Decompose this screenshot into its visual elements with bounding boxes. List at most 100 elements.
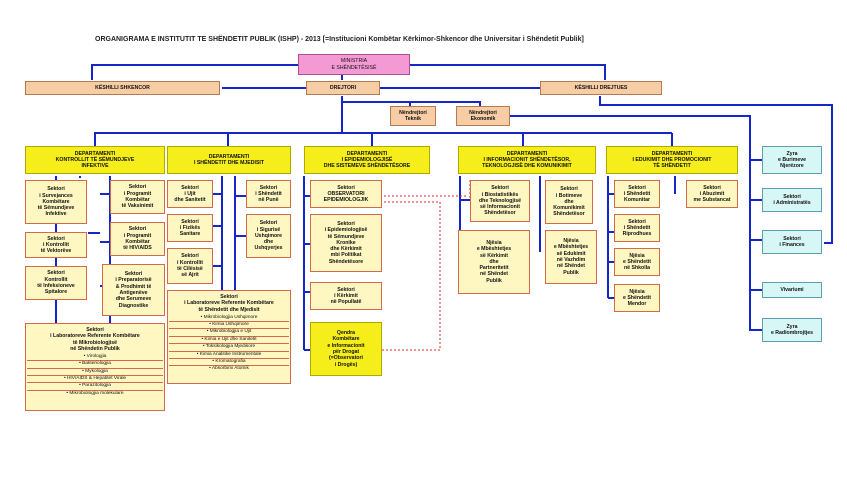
sector-kronike-line-1: Sektori xyxy=(337,220,355,227)
nendrejtori-ekonomik-line-2: Ekonomik xyxy=(470,116,496,122)
lab-mjedis-item: • Mikrobiologjia e Ujit xyxy=(169,328,289,335)
dept-edukimit-box: DEPARTAMENTI I EDUKIMIT DHE PROMOCIONIT … xyxy=(606,146,738,174)
dept-kontrollit-line-1: DEPARTAMENTI xyxy=(74,150,116,157)
dept-mjedisit-line-2: I SHËNDETIT DHE MJEDISIT xyxy=(193,160,265,166)
sector-cilesise: Sektori i Kontrollit të Cilësisë së Ajri… xyxy=(167,248,213,284)
lab-mikro-head-1: Sektori xyxy=(86,327,104,333)
sector-fizikes-line-1: Sektori xyxy=(181,218,199,225)
sector-cilesise-line-3: të Cilësisë xyxy=(177,266,203,272)
dept-mjedisit-line-1: DEPARTAMENTI xyxy=(208,153,250,160)
sector-kronike-line-4: Kronike xyxy=(336,239,356,246)
njesia-mendor-line-3: Mendor xyxy=(627,301,647,308)
sector-riprodhues-line-3: Riprodhues xyxy=(622,231,652,238)
sector-biostatistikes: Sektori i Biostatistikës dhe Teknologjis… xyxy=(470,180,530,222)
qendra-line-3: e Informacionit xyxy=(327,342,365,349)
page-title: ORGANIGRAMA E INSTITUTIT TE SHËNDETIT PU… xyxy=(95,36,584,43)
vivariumi: Vivariumi xyxy=(762,282,822,298)
zyra-burimeve-line-3: Njerëzore xyxy=(780,163,804,170)
njesia-shkolla-line-1: Njësia xyxy=(629,252,645,259)
sector-pune-line-3: në Punë xyxy=(258,197,279,204)
sector-kronike-line-6: mbi Politikat xyxy=(330,252,362,259)
njesia-shkolla-line-2: e Shëndetit xyxy=(623,258,651,265)
sector-infeksioneve-line-4: Spitalore xyxy=(44,289,68,296)
njesia-mendor-line-2: e Shëndetit xyxy=(623,294,651,301)
sector-hiv-line-2: i Programit xyxy=(123,232,152,239)
sector-preparatorise-line-3: & Prodhimit të xyxy=(115,283,152,290)
nendrejtori-teknik-line-2: Teknik xyxy=(404,116,422,122)
sector-kronike-line-3: të Sëmundjeve xyxy=(327,233,365,240)
qendra-line-1: Qendra xyxy=(336,330,356,337)
sector-botimeve: Sektori i Botimeve dhe Komunikimit Shënd… xyxy=(545,180,593,224)
dept-informacionit-line-3: TEKNOLOGJISË DHE KOMUNIKIMIT xyxy=(482,163,572,170)
sector-biostatistikes-line-5: Shëndetësor xyxy=(484,210,516,217)
sector-hiv-line-3: Kombëtar xyxy=(125,239,150,245)
lab-mjedis-item: • Kromatografia xyxy=(169,357,289,365)
sector-observatori: Sektori OBSERVATORI EPIDEMIOLOGJIK xyxy=(310,180,382,208)
dept-epidemiologjise-line-2: I EPIDEMIOLOGJISË xyxy=(341,156,393,163)
dept-informacionit-box: DEPARTAMENTI I INFORMACIONIT SHËNDETËSOR… xyxy=(458,146,596,174)
lab-mikro-item: • Mykologjia xyxy=(27,367,163,375)
sector-sigurise-line-4: dhe xyxy=(263,239,274,246)
sector-sigurise-line-2: i Sigurisë xyxy=(256,226,281,233)
lab-mjedis-item: • Kimia Ushqimore xyxy=(169,320,289,328)
njesia-vazhdim-line-1: Njësia xyxy=(563,238,579,245)
sector-botimeve-line-1: Sektori xyxy=(560,186,578,193)
sector-komunitar-line-3: Komunitar xyxy=(624,197,650,204)
sector-preparatorise-line-5: dhe Serumeve xyxy=(115,296,152,303)
sektori-finances-line-1: Sektori xyxy=(783,235,801,242)
lab-mjedis-item: • Toksikologjia Mjedisore xyxy=(169,343,289,350)
qendra-line-2: Kombëtare xyxy=(332,336,360,343)
sector-cilesise-line-4: së Ajrit xyxy=(181,272,199,279)
dept-epidemiologjise-box: DEPARTAMENTI I EPIDEMIOLOGJISË DHE SISTE… xyxy=(304,146,430,174)
dept-epidemiologjise-line-3: DHE SISTEMEVE SHËNDETËSORE xyxy=(323,163,411,170)
sektori-administrates-line-2: i Administratës xyxy=(773,200,811,206)
lab-mjedis-item: • Mikrobiologjia Ushqimore xyxy=(200,314,258,320)
sector-riprodhues-line-2: i Shëndetit xyxy=(623,224,651,231)
sector-popullate-line-3: në Popullatë xyxy=(330,299,362,306)
sector-preparatorise-line-6: Diagnostike xyxy=(118,302,149,309)
sector-survejances-line-4: të Sëmundjeve xyxy=(37,205,75,212)
sector-preparatorise: Sektori i Preparatorisë & Prodhimit të A… xyxy=(102,264,165,316)
njesia-mendor: Njësia e Shëndetit Mendor xyxy=(614,284,660,312)
sector-cilesise-line-1: Sektori xyxy=(181,253,199,260)
nendrejtori-ekonomik-box: Nëndrejtori Ekonomik xyxy=(456,106,510,126)
lab-mjedis-item: • Absorbimi Atomik xyxy=(169,365,289,372)
sector-abuzimit-line-3: me Substancat xyxy=(693,197,731,204)
dept-mjedisit-box: DEPARTAMENTI I SHËNDETIT DHE MJEDISIT xyxy=(167,146,291,174)
sector-popullate: Sektori i Kërkimit në Popullatë xyxy=(310,282,382,310)
keshilli-shkencor-label: KËSHILLI SHKENCOR xyxy=(95,84,150,91)
sector-kronike-line-5: dhe Kërkimit xyxy=(330,246,362,253)
dept-edukimit-line-2: I EDUKIMIT DHE PROMOCIONIT xyxy=(632,156,712,163)
zyra-burimeve: Zyra e Burimeve Njerëzore xyxy=(762,146,822,174)
sector-vaksinimit-line-4: të Vaksinimit xyxy=(121,203,154,210)
njesia-partneritetit-line-3: së Kërkimit xyxy=(480,252,508,259)
qendra-line-4: për Drogat xyxy=(332,349,360,355)
dept-informacionit-line-2: I INFORMACIONIT SHËNDETËSOR, xyxy=(483,156,571,163)
sector-biostatistikes-line-4: së Informacionit xyxy=(479,204,521,211)
sector-pune-line-2: i Shëndetit xyxy=(255,190,282,197)
sector-ujit-line-3: dhe Sanitetit xyxy=(174,197,206,204)
sector-kronike-line-2: i Epidemiologjisë xyxy=(324,227,368,234)
sector-hiv-line-1: Sektori xyxy=(128,226,147,233)
qendra-line-6: i Drogës) xyxy=(334,361,358,368)
sector-vaksinimit-line-3: Kombëtar xyxy=(125,197,150,203)
qendra-drogat: Qendra Kombëtare e Informacionit për Dro… xyxy=(310,322,382,376)
sector-infeksioneve-line-2: Kontrollit xyxy=(44,276,68,283)
njesia-vazhdim-line-2: e Mbështetjes xyxy=(553,244,589,251)
sector-abuzimit-line-1: Sektori xyxy=(703,184,721,191)
sektori-finances-line-2: i Finances xyxy=(779,242,805,248)
sector-preparatorise-line-4: Antigenëve xyxy=(119,290,148,296)
sector-survejances: Sektori i Survejances Kombëtare të Sëmun… xyxy=(25,180,87,224)
lab-mikro-head-3: të Mikrobiologjisë xyxy=(72,339,118,346)
sektori-finances: Sektori i Finances xyxy=(762,230,822,254)
sector-survejances-line-1: Sektori xyxy=(47,186,65,193)
ministry-line-2: E SHËNDETËSISË xyxy=(331,64,377,71)
lab-mjedis-item: • Kimia Analitike Instrumentale xyxy=(169,350,289,358)
njesia-vazhdim-line-4: në Vazhdim xyxy=(556,257,586,263)
njesia-partneritetit-line-2: e Mbështetjes xyxy=(476,246,512,253)
dept-kontrollit-line-2: KONTROLLIT TË SËMUNDJEVE xyxy=(55,156,135,163)
zyra-radiombrojtjes: Zyra e Radiombrojtjes xyxy=(762,318,822,342)
sector-abuzimit: Sektori i Abuzimit me Substancat xyxy=(686,180,738,208)
sector-survejances-line-5: Infektive xyxy=(45,211,67,218)
njesia-shkolla: Njësia e Shëndetit në Shkolla xyxy=(614,248,660,276)
